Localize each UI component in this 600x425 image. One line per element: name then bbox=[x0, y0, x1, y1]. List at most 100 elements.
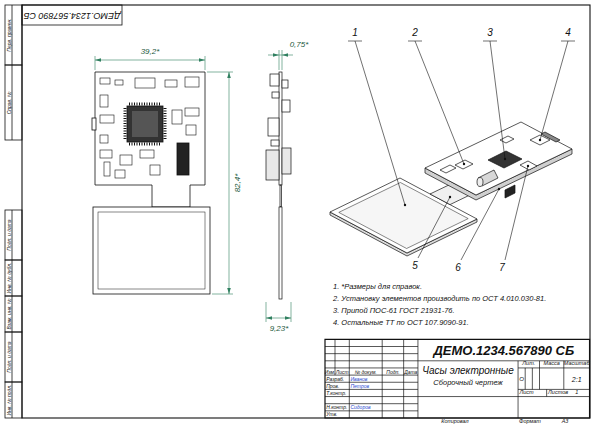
smd-component bbox=[100, 150, 112, 158]
dimension-line bbox=[207, 72, 233, 294]
leader-dot bbox=[404, 139, 541, 206]
signature-role: Пров. bbox=[326, 383, 339, 388]
sheet-footer: Копировал bbox=[441, 419, 468, 425]
title-block-heading: Масштаб bbox=[564, 362, 590, 368]
smd-component bbox=[186, 125, 196, 135]
margin-stamp bbox=[5, 210, 22, 260]
drawing-designation: ДЕМО.1234.567890 СБ bbox=[433, 344, 574, 357]
margin-stamp-label: Взам. инв. № bbox=[6, 299, 11, 330]
isometric-view bbox=[330, 122, 572, 256]
microcontroller-chip bbox=[125, 104, 165, 144]
margin-stamp-label: Перв. примен. bbox=[6, 18, 11, 51]
callout-leader bbox=[408, 41, 464, 164]
technical-note: 2. Установку элементов производить по ОС… bbox=[333, 295, 546, 303]
margin-stamp bbox=[5, 65, 22, 140]
signature-role: Разраб. bbox=[326, 376, 344, 381]
margin-stamp bbox=[5, 382, 22, 418]
dimension-value: 39,2* bbox=[141, 48, 160, 56]
callout-number: 3 bbox=[487, 28, 493, 38]
dimension-line bbox=[95, 50, 293, 322]
callout-leader bbox=[505, 166, 528, 260]
side-view bbox=[271, 140, 279, 146]
signature-name: Сидоров bbox=[350, 405, 370, 410]
title-block bbox=[325, 339, 590, 418]
signature-role: Утв. bbox=[326, 412, 337, 417]
dimension-value: 82,4* bbox=[234, 174, 242, 193]
smd-component bbox=[100, 115, 114, 123]
isometric-view bbox=[440, 165, 456, 173]
side-view bbox=[282, 148, 291, 174]
title-block bbox=[325, 339, 590, 418]
smd-component bbox=[140, 150, 154, 158]
leader-dot bbox=[504, 158, 506, 160]
sheet-footer: А3 bbox=[562, 419, 569, 425]
side-view bbox=[279, 207, 282, 299]
front-view bbox=[93, 207, 210, 294]
callout-number: 6 bbox=[455, 263, 461, 273]
isometric-view bbox=[477, 178, 483, 187]
smd-component bbox=[185, 108, 199, 116]
margin-stamp-label: Подп. и дата bbox=[6, 219, 11, 250]
technical-note: 1. *Размеры для справок. bbox=[333, 283, 422, 291]
leader-dot bbox=[539, 139, 541, 141]
side-view bbox=[266, 150, 279, 180]
smd-component bbox=[115, 170, 125, 178]
isometric-view bbox=[488, 151, 522, 168]
callout-leader bbox=[348, 41, 575, 260]
isometric-view bbox=[505, 185, 515, 198]
title-block-heading: № докум. bbox=[355, 369, 377, 374]
dimension-line bbox=[279, 55, 282, 56]
callout-number: 4 bbox=[565, 28, 571, 38]
sheet-footer: Формат bbox=[519, 419, 541, 425]
side-view bbox=[282, 100, 290, 112]
smd-component bbox=[104, 162, 110, 176]
designation-stamp: ДЕМО.1234.567890 СБ bbox=[24, 11, 121, 20]
side-view bbox=[266, 72, 291, 299]
signature-name: Иванов bbox=[350, 376, 367, 381]
microcontroller-chip bbox=[125, 104, 165, 144]
side-view bbox=[270, 74, 279, 86]
product-name: Часы электронные bbox=[422, 366, 513, 376]
isometric-view bbox=[541, 132, 560, 142]
margin-stamp-label: Инв. № дубл. bbox=[6, 263, 11, 294]
title-block-heading: Дата bbox=[404, 369, 417, 374]
callout-leader bbox=[483, 41, 505, 159]
dimension-line bbox=[268, 55, 279, 56]
callout-leader bbox=[461, 189, 499, 260]
title-block bbox=[325, 339, 590, 418]
dimension-line bbox=[266, 318, 291, 319]
smd-component bbox=[100, 78, 110, 84]
front-view bbox=[92, 72, 210, 294]
callout-number: 2 bbox=[412, 28, 418, 38]
title-block-heading: Подп. bbox=[386, 369, 399, 374]
title-block-value: 1 bbox=[575, 390, 578, 396]
front-view bbox=[92, 118, 96, 130]
smd-component bbox=[100, 77, 199, 178]
dimension-line bbox=[282, 55, 293, 56]
technical-note: 3. Припой ПОС-61 ГОСТ 21931-76. bbox=[333, 307, 455, 315]
smd-component bbox=[172, 110, 182, 124]
margin-stamp bbox=[5, 332, 22, 382]
title-block-value: О bbox=[519, 376, 524, 382]
title-block-heading: Листов bbox=[548, 390, 568, 396]
leader-dot bbox=[498, 188, 500, 190]
margin-stamp bbox=[5, 260, 22, 296]
isometric-view bbox=[455, 160, 473, 169]
signature-name: Петров bbox=[350, 383, 369, 388]
signature-role: Т.контр. bbox=[326, 390, 346, 395]
front-view bbox=[98, 212, 205, 289]
smd-component bbox=[100, 135, 108, 143]
callout-number: 7 bbox=[499, 263, 505, 273]
smd-component bbox=[120, 155, 132, 165]
title-block-heading: Лист bbox=[519, 390, 533, 396]
callout-leader bbox=[540, 41, 575, 140]
smd-component bbox=[185, 77, 199, 87]
title-block-value: 2:1 bbox=[572, 375, 582, 382]
side-view bbox=[279, 72, 282, 185]
dimension-value: 0,75* bbox=[290, 41, 309, 49]
smd-component bbox=[115, 80, 123, 85]
title-block-heading: Лист bbox=[336, 369, 349, 374]
side-view bbox=[280, 185, 282, 207]
microcontroller-chip bbox=[127, 106, 163, 142]
